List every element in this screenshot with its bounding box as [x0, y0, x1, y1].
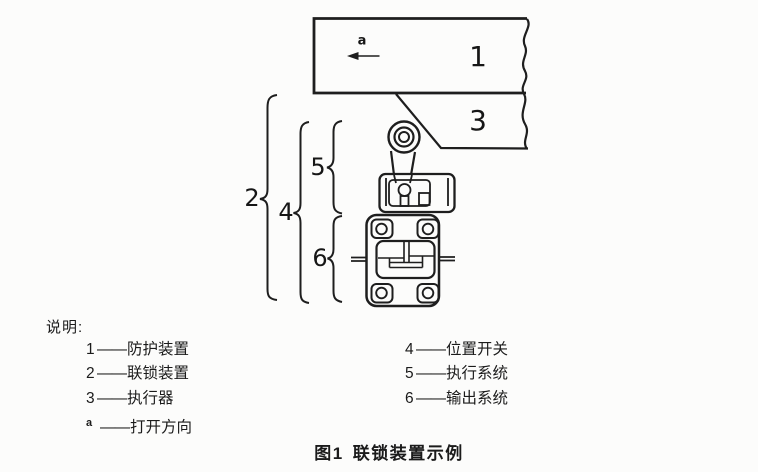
legend-item-id: 6 [405, 389, 414, 407]
legend-item-label: 防护装置 [127, 341, 190, 358]
brace-position-switch [293, 121, 310, 304]
opening-direction-arrow [347, 52, 380, 60]
legend-item-opening-direction: a ——打开方向 [86, 411, 193, 437]
legend-separator: —— [97, 341, 127, 358]
legend-item-actuating-system: 5——执行系统 [405, 362, 508, 386]
switch-head [378, 172, 456, 214]
part-label-output-system: 6 [312, 244, 328, 272]
terminals [351, 256, 455, 262]
roller [387, 120, 421, 154]
brace-actuating-system [326, 120, 343, 215]
legend-separator: —— [100, 419, 130, 437]
figure-caption-number: 图1 [314, 444, 344, 463]
part-label-interlocking-device: 2 [244, 184, 260, 212]
figure-caption-title: 联锁装置示例 [352, 444, 464, 463]
part-label-opening-direction: a [357, 33, 367, 49]
legend-item-label: 执行器 [127, 389, 174, 407]
part-label-actuator: 3 [469, 104, 487, 137]
legend-separator: —— [97, 389, 127, 407]
legend-item-label: 位置开关 [446, 341, 509, 358]
legend-item-actuator: 3——执行器 [86, 387, 192, 411]
legend-item-label: 执行系统 [446, 365, 509, 383]
legend-item-label: 联锁装置 [127, 365, 190, 383]
legend-separator: —— [416, 341, 446, 358]
switch-body [365, 213, 441, 308]
guard-outline [312, 17, 527, 95]
legend-left-column: 1——防护装置 2——联锁装置 3——执行器 a——打开方向 [86, 338, 192, 436]
legend-item-interlocking-device: 2——联锁装置 [86, 362, 192, 386]
legend-item-id: 4 [405, 341, 414, 358]
brace-output-system [327, 215, 343, 303]
legend-item-guard: 1——防护装置 [86, 338, 192, 362]
legend-item-id: 2 [86, 365, 95, 383]
figure-caption: 图1 联锁装置示例 [314, 439, 463, 464]
actuator-outline [395, 93, 529, 150]
brace-interlocking-device [259, 94, 278, 301]
legend-item-label: 打开方向 [130, 419, 193, 437]
legend-item-position-switch: 4——位置开关 [405, 338, 508, 362]
part-label-actuating-system: 5 [310, 153, 326, 181]
part-label-guard: 1 [469, 40, 487, 73]
part-label-position-switch: 4 [278, 198, 294, 226]
legend-item-id: 5 [405, 365, 414, 383]
break-line [521, 18, 530, 150]
legend-right-column: 4——位置开关 5——执行系统 6——输出系统 [405, 338, 508, 411]
legend-item-id: a [86, 417, 93, 430]
legend-separator: —— [97, 365, 127, 383]
legend-item-id: 1 [86, 341, 95, 358]
legend-item-output-system: 6——输出系统 [405, 387, 508, 411]
lever-arm [389, 150, 417, 176]
legend-separator: —— [416, 389, 446, 407]
legend-item-id: 3 [86, 389, 95, 407]
legend-item-label: 输出系统 [446, 389, 509, 407]
legend-heading: 说明: [46, 319, 84, 336]
legend-separator: —— [416, 365, 446, 383]
